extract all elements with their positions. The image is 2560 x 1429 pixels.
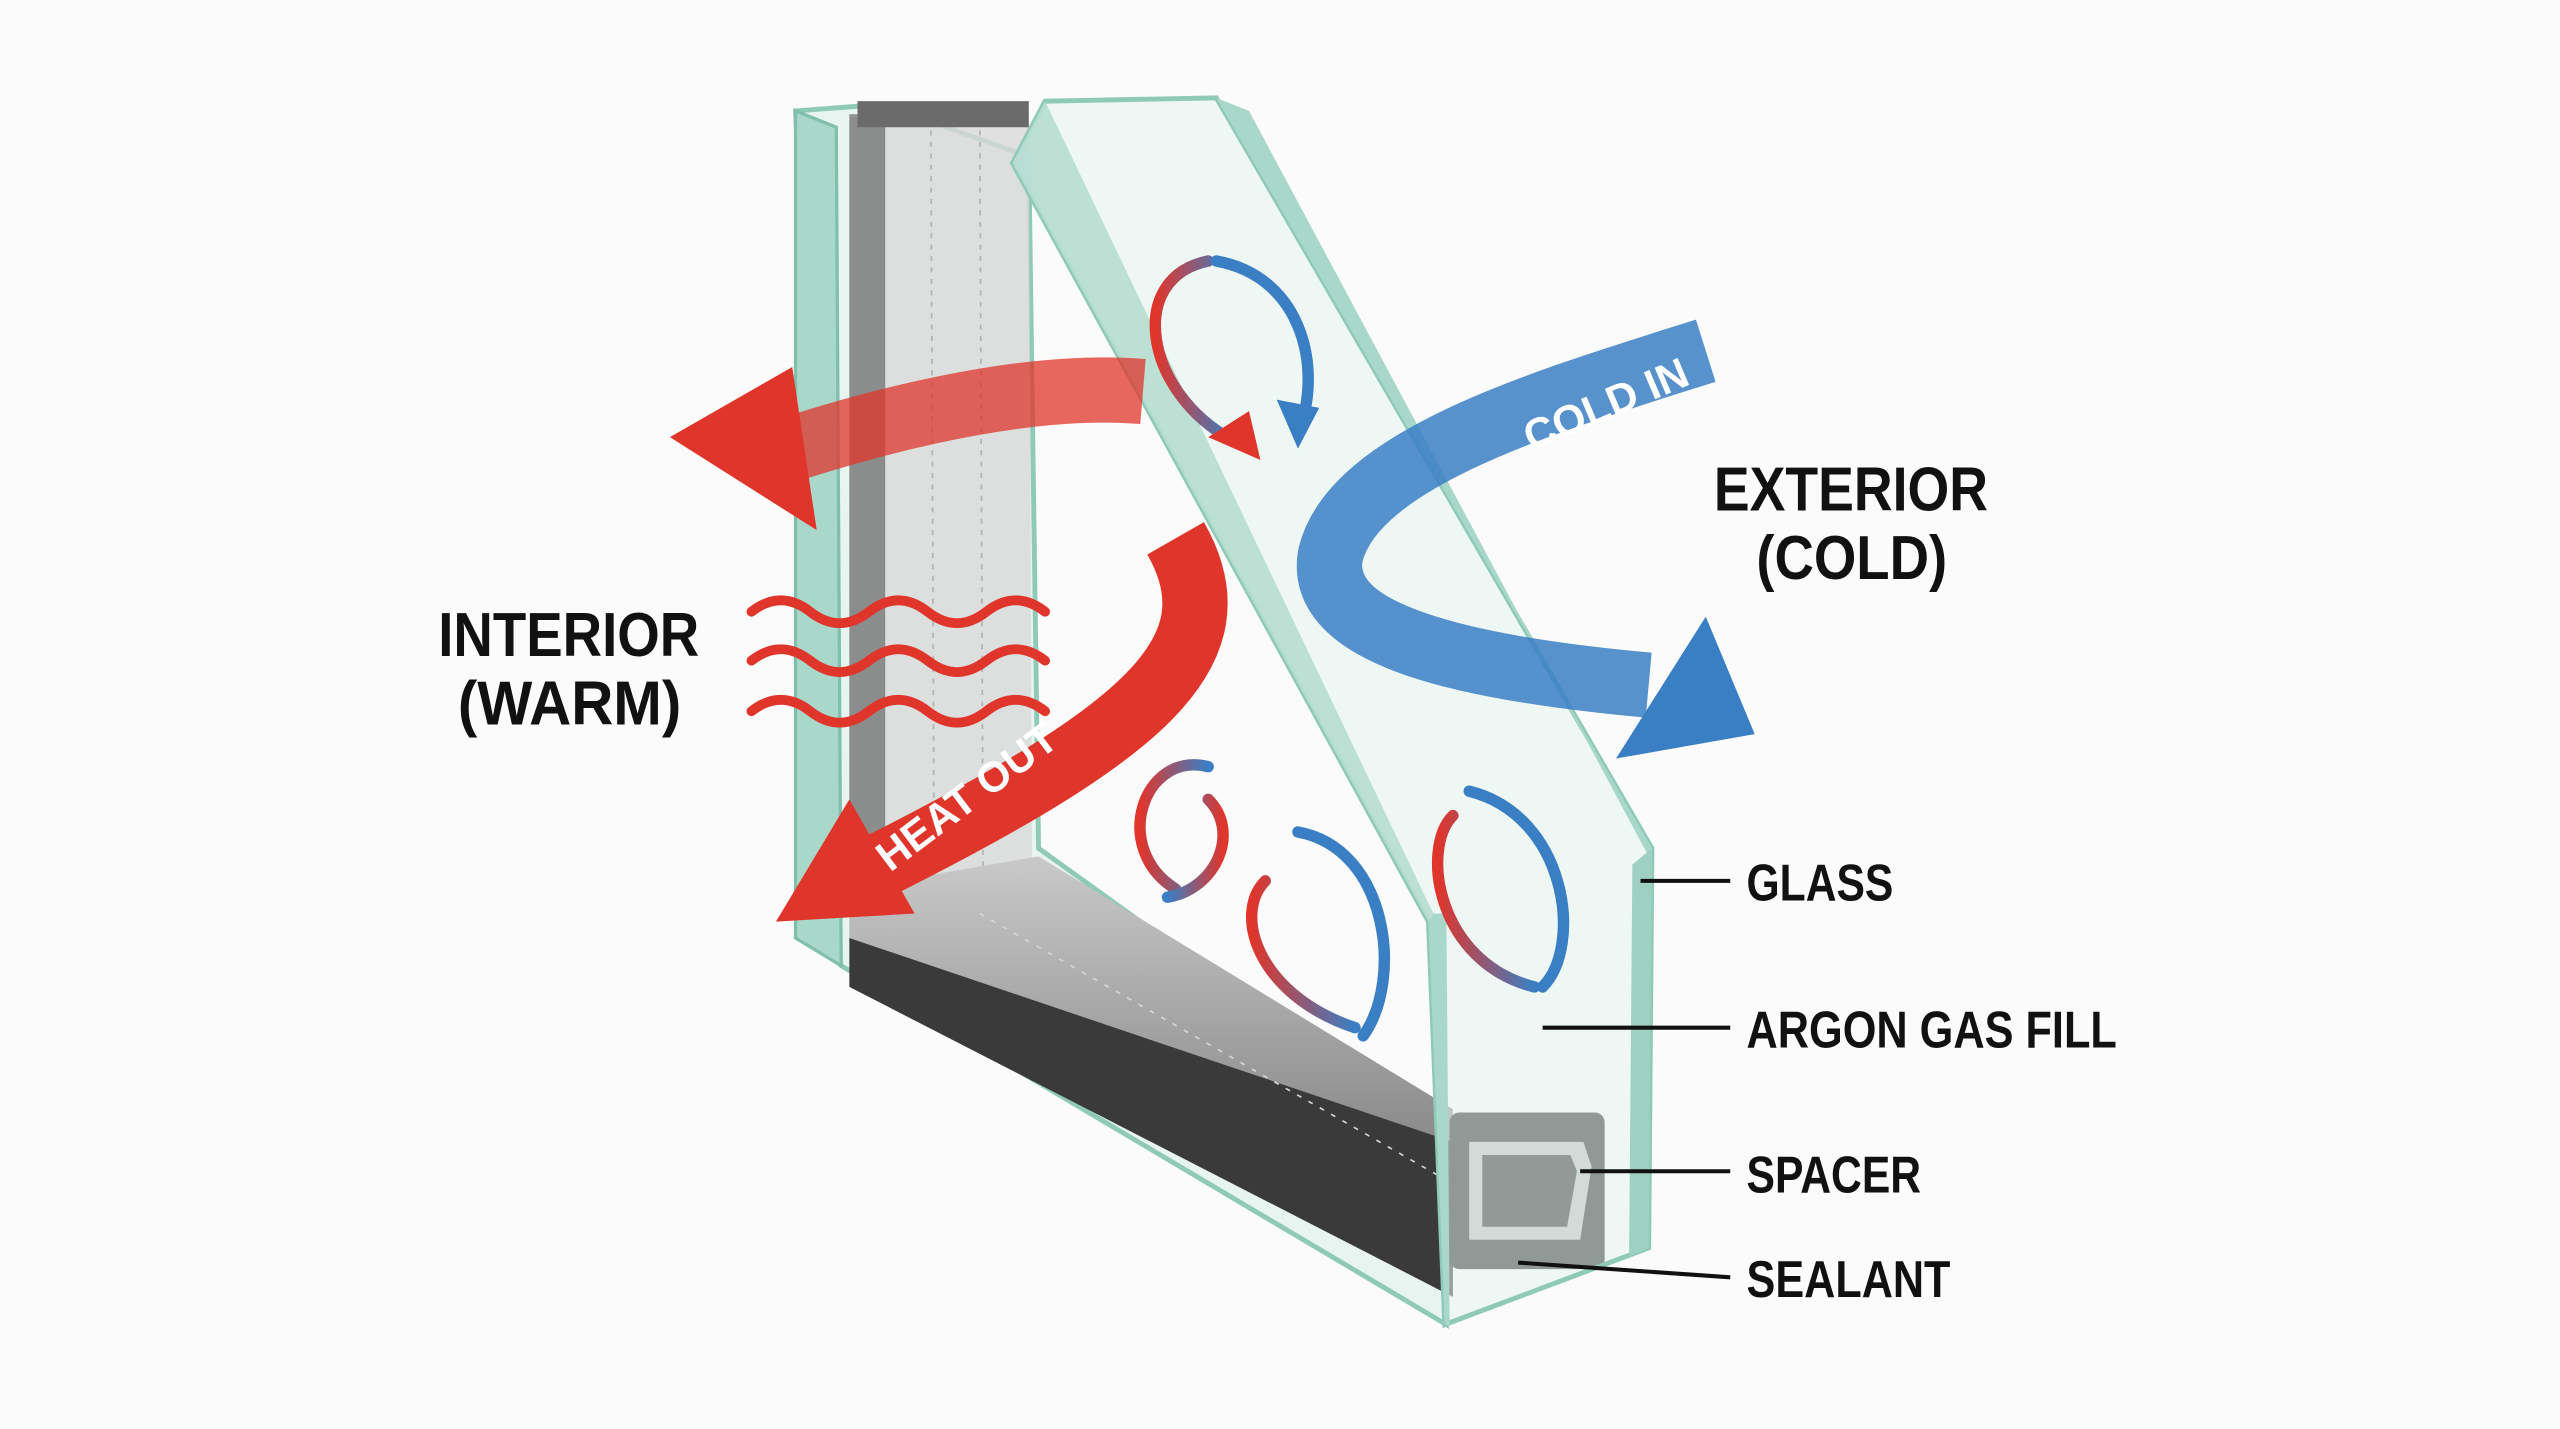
interior-label-line2: (WARM) <box>458 669 681 738</box>
exterior-label-line2: (COLD) <box>1756 524 1947 593</box>
exterior-label-line1: EXTERIOR <box>1714 456 1988 525</box>
callout-label: GLASS <box>1747 854 1894 912</box>
callout-label: SPACER <box>1747 1146 1922 1204</box>
callout-label: SEALANT <box>1747 1251 1951 1309</box>
exterior-glass-pane <box>1009 95 1655 1329</box>
convection-arrows-icon <box>1134 255 1570 1042</box>
bottom-spacer <box>849 856 1453 1297</box>
callout-sealant: SEALANT <box>1518 1251 1951 1309</box>
callout-label: ARGON GAS FILL <box>1747 1001 2117 1059</box>
heat-waves-icon <box>746 595 1050 728</box>
callout-spacer: SPACER <box>1580 1146 1921 1204</box>
interior-label-line1: INTERIOR <box>438 601 699 670</box>
callout-argon-gas-fill: ARGON GAS FILL <box>1542 1001 2117 1059</box>
callout-glass: GLASS <box>1640 854 1894 912</box>
